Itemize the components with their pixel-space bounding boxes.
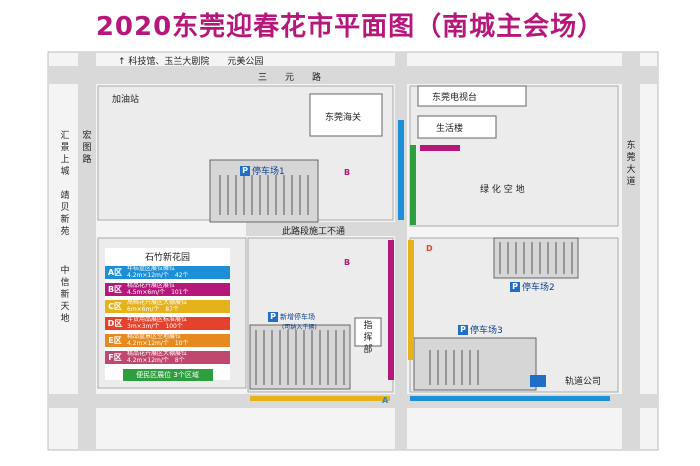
legend-zone-desc-line2: 4.5m×6m/个 101个	[127, 288, 189, 296]
label-metro-company: 轨道公司	[565, 377, 602, 387]
label-green-space: 绿 化 空 地	[480, 185, 525, 195]
map-title: 2020东莞迎春花市平面图（南城主会场）	[95, 12, 605, 42]
road-label-dongguan: 东 莞 大 道	[626, 141, 644, 187]
legend-zone-desc-line1: 精品花卉展区大棚展位	[127, 351, 188, 357]
parking-new-capacity: (可纳入千辆)	[282, 324, 317, 331]
legend-zone-desc-line2: 4.2m×12m/个 8个	[127, 356, 185, 364]
legend-zone-label: A区	[105, 266, 125, 279]
stall-strip-b-center	[388, 240, 394, 380]
road-closed-label: 此路段施工不通	[282, 227, 346, 237]
label-gas-station: 加油站	[112, 95, 140, 105]
stall-strip-a-north	[398, 120, 404, 220]
road-label-sanyuan: 三 元 路	[258, 73, 322, 83]
road-hongtu	[78, 52, 96, 450]
building-tv	[417, 85, 527, 107]
label-life-building: 生活楼	[436, 124, 464, 134]
road-closed	[246, 222, 396, 236]
road-central	[395, 52, 407, 450]
legend-zone-desc-line2: 4.2m×12m/个 42个	[127, 271, 189, 279]
parking-icon: P	[240, 165, 250, 176]
road-sanyuan	[48, 66, 658, 84]
top-note: ↑ 科技馆、玉兰大剧院 元美公园	[118, 57, 264, 67]
entrance-marker	[530, 375, 546, 387]
zone-badge-d: D	[426, 244, 433, 253]
legend-footer: 便民区展位 3个区域	[122, 369, 213, 381]
legend-zone-desc-line1: 年货用品展区标准展位	[127, 317, 188, 323]
parking-new-text: 新增停车场	[280, 313, 315, 321]
building-command	[354, 317, 382, 347]
legend-zone-desc-line2: 6m×6m/个 87个	[127, 305, 180, 313]
legend-zone-label: E区	[105, 334, 125, 347]
legend-zone-label: D区	[105, 317, 125, 330]
legend-zone-label: F区	[105, 351, 125, 364]
parking-icon: P	[268, 312, 278, 322]
legend-zone-desc-line2: 3m×3m/个 100个	[127, 322, 183, 330]
legend-zone-label: C区	[105, 300, 125, 313]
zone-badge-b-center: B	[344, 258, 351, 267]
parking-lot-3	[413, 337, 537, 391]
label-tv-station: 东莞电视台	[432, 93, 478, 103]
parking-3-text: 停车场3	[470, 326, 503, 336]
stall-strip-south-yellow	[250, 396, 390, 401]
road-label-hongtu: 宏 图 路	[82, 131, 100, 165]
zone-badge-b-north: B	[344, 168, 351, 177]
parking-lot-2	[493, 237, 579, 279]
parking-2-text: 停车场2	[522, 283, 555, 293]
block-northeast	[409, 85, 619, 227]
legend-zone-desc-line1: 高档花卉展区大棚展位	[127, 300, 188, 306]
label-zhongxin: 中信新天地	[60, 266, 70, 324]
parking-icon: P	[458, 324, 468, 335]
stall-strip-c	[408, 240, 414, 360]
label-jingbei: 靖贝新苑	[60, 191, 70, 237]
building-customs	[309, 93, 383, 137]
label-huijing: 汇景上城	[60, 131, 70, 177]
legend-title: 石竹新花园	[144, 253, 190, 263]
legend-zone-desc-line1: 精品盆景区空地展位	[127, 334, 182, 340]
parking-new-lot	[249, 324, 351, 390]
stall-strip-b-north	[420, 145, 460, 151]
label-customs: 东莞海关	[325, 113, 362, 123]
legend-zone-desc-line1: 年桔盆区展位摊位	[127, 266, 176, 272]
building-life	[417, 115, 497, 139]
road-dongguan-dadao	[622, 52, 640, 450]
stall-strip-south-blue	[410, 396, 610, 401]
zone-badge-a: A	[382, 396, 389, 405]
legend-zone-label: B区	[105, 283, 125, 296]
parking-1-text: 停车场1	[252, 167, 285, 177]
parking-icon: P	[510, 281, 520, 292]
parking-stripes	[219, 175, 573, 385]
legend-zone-desc-line1: 精品花卉展区展位	[127, 283, 176, 289]
legend-zone-desc-line2: 4.2m×12m/个 10个	[127, 339, 189, 347]
label-command: 指挥部	[363, 321, 373, 355]
stall-strip-green	[410, 145, 416, 225]
